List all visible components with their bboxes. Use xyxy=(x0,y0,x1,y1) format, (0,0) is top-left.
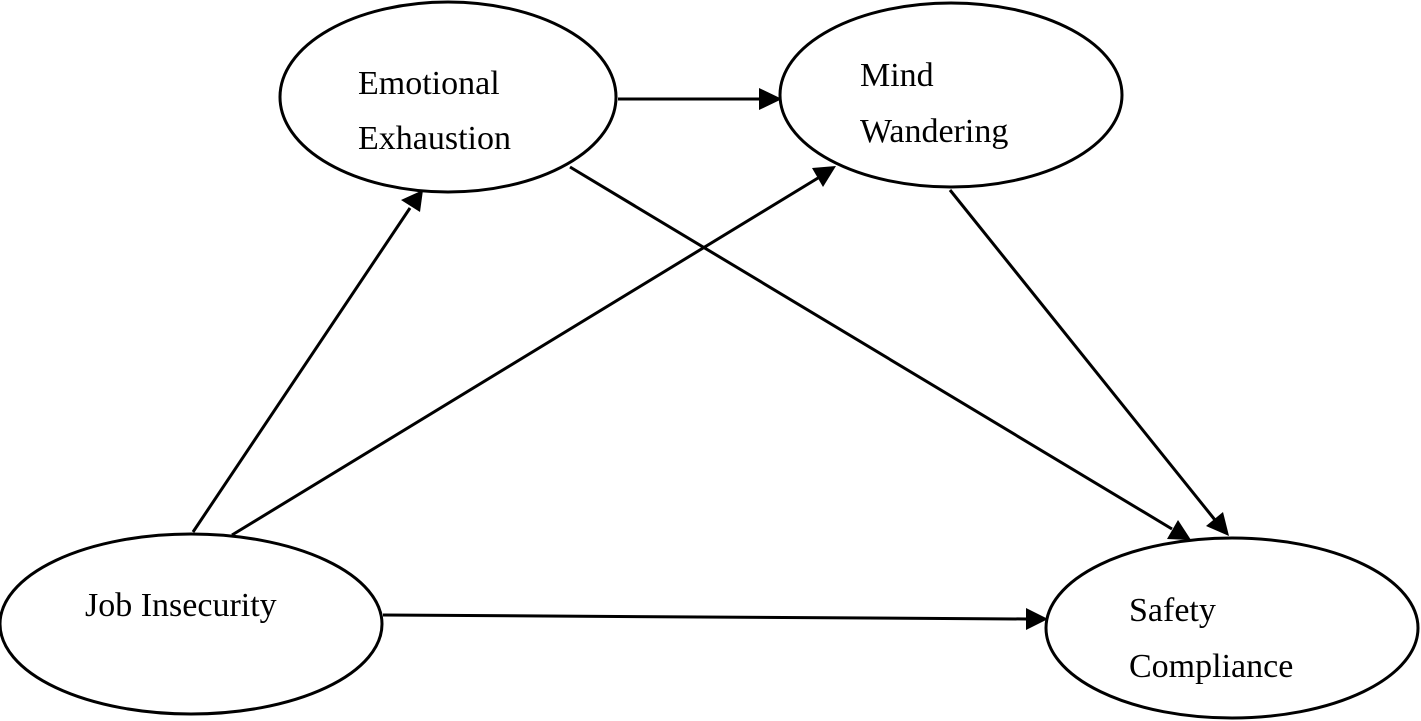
edges xyxy=(191,88,1229,630)
node-safety-compliance: Safety Compliance xyxy=(1044,536,1420,720)
edge-emotional-exhaustion-to-mind-wandering xyxy=(618,88,782,110)
node-mind-wandering: Mind Wandering xyxy=(778,1,1124,189)
node-safety-compliance-label-line1: Safety xyxy=(1129,592,1216,629)
node-emotional-exhaustion: Emotional Exhaustion xyxy=(278,0,618,194)
node-job-insecurity-label: Job Insecurity xyxy=(85,587,277,624)
edge-job-insecurity-to-safety-compliance xyxy=(382,608,1048,630)
node-mind-wandering-label-line2: Wandering xyxy=(860,113,1008,150)
node-emotional-exhaustion-ellipse xyxy=(278,0,618,194)
edge-mind-wandering-to-safety-compliance xyxy=(948,189,1229,536)
node-job-insecurity-ellipse xyxy=(0,532,384,716)
node-emotional-exhaustion-label-line1: Emotional xyxy=(358,65,500,102)
node-safety-compliance-label-line2: Compliance xyxy=(1129,648,1293,685)
node-emotional-exhaustion-label-line2: Exhaustion xyxy=(358,120,511,157)
node-mind-wandering-ellipse xyxy=(778,1,1124,189)
node-job-insecurity: Job Insecurity xyxy=(0,532,384,716)
node-mind-wandering-label-line1: Mind xyxy=(860,57,934,94)
edge-emotional-exhaustion-to-safety-compliance xyxy=(569,165,1191,540)
edge-job-insecurity-to-mind-wandering xyxy=(231,166,836,537)
node-safety-compliance-ellipse xyxy=(1044,536,1420,720)
edge-job-insecurity-to-emotional-exhaustion xyxy=(191,190,423,533)
